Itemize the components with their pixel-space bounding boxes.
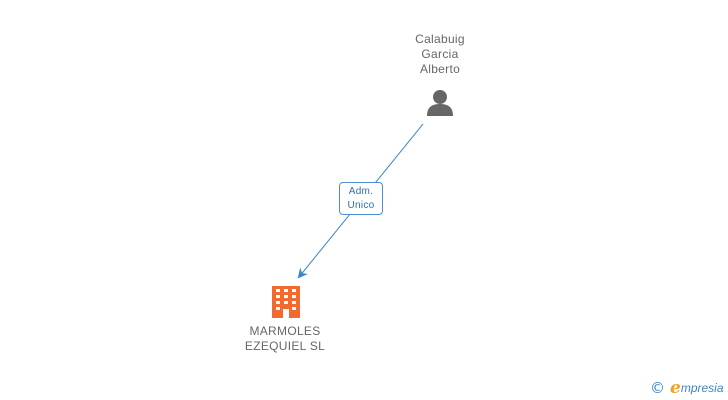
person-icon[interactable] [427,90,453,116]
edge-label: Adm. Unico [339,182,383,215]
person-name-line: Alberto [419,62,461,76]
person-name[interactable]: Calabuig Garcia Alberto [388,32,492,77]
brand-logo-letter: e [670,378,681,398]
copyright-symbol: © [650,379,665,397]
edge-label-line: Adm. [348,186,374,197]
company-name[interactable]: MARMOLES EZEQUIEL SL [226,324,344,354]
person-name-line: Calabuig [415,32,465,46]
company-name-line: MARMOLES [249,324,321,338]
brand-logo-text: mpresia [680,381,724,395]
building-icon[interactable] [272,286,300,318]
company-name-line: EZEQUIEL SL [244,339,326,353]
edge-label-line: Unico [347,200,375,211]
brand-logo[interactable]: © e mpresia [650,378,724,398]
person-name-line: Garcia [421,47,459,61]
